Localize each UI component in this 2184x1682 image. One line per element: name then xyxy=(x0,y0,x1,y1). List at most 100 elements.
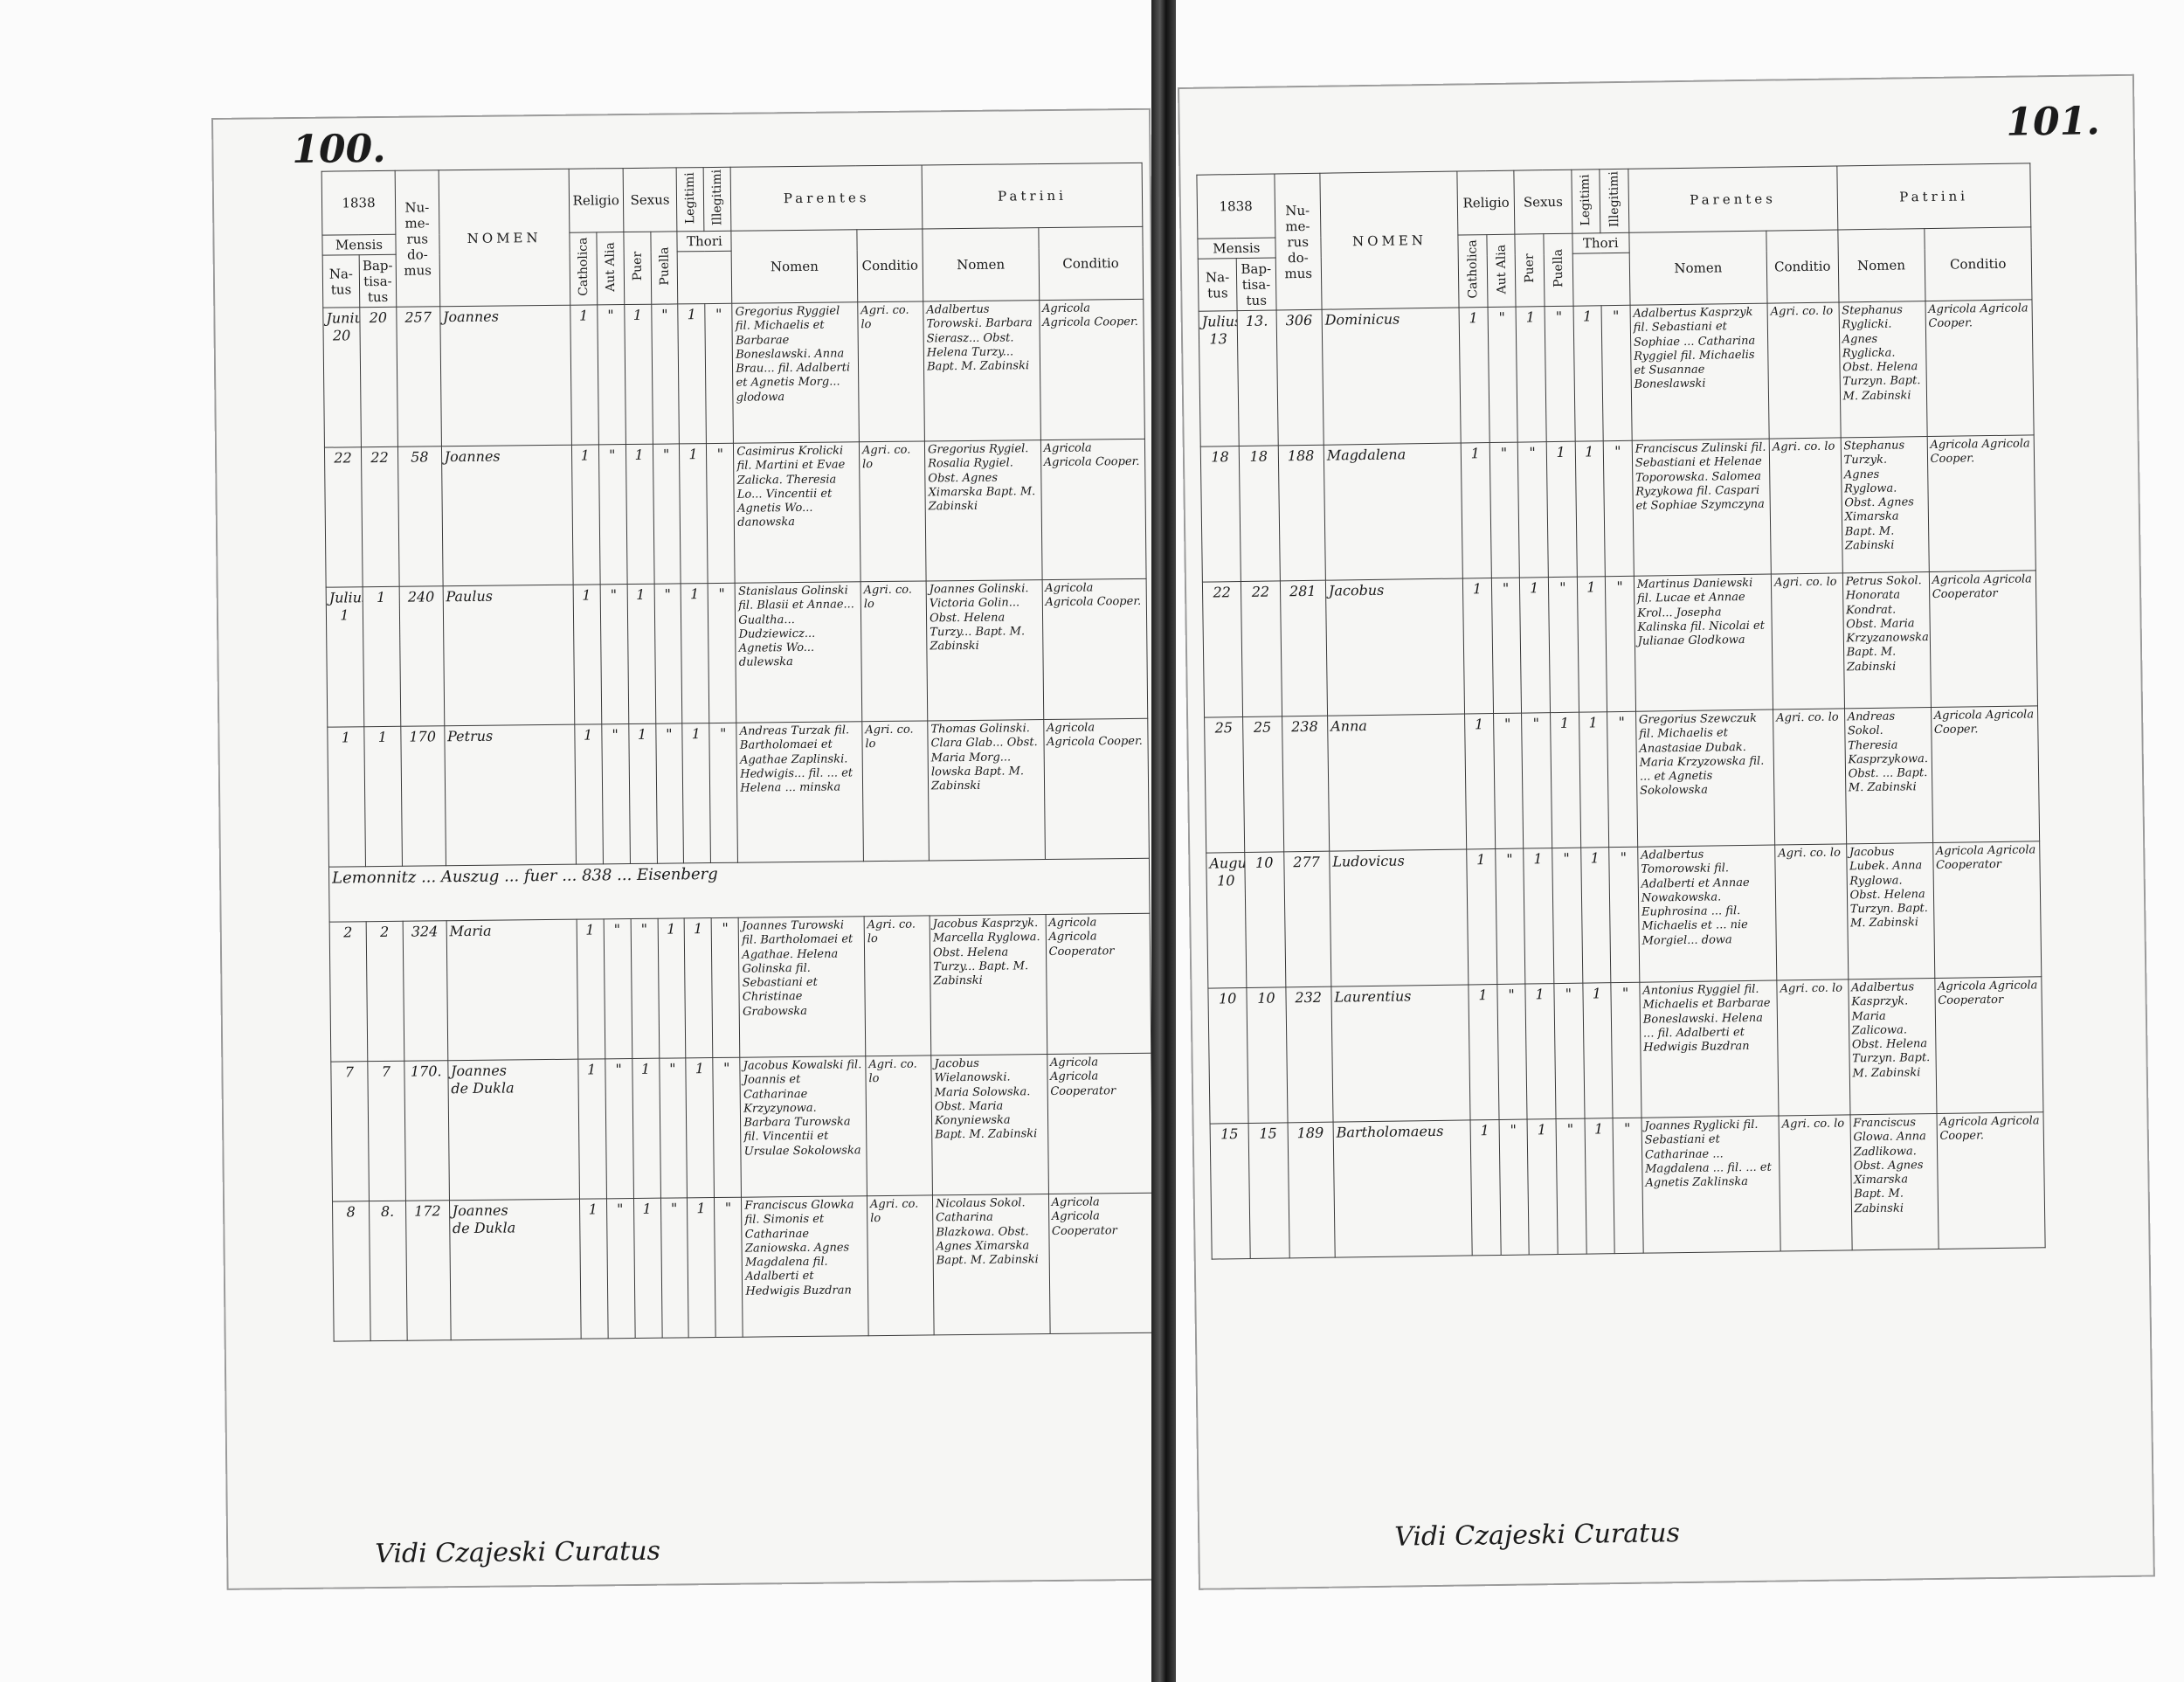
parents-names: Gregorius Szewczuk fil. Michaelis et Ana… xyxy=(1635,709,1775,848)
curate-signature: Vidi Czajeski Curatus xyxy=(375,1535,661,1570)
parents-condition: Agri. co. lo xyxy=(1779,1114,1852,1252)
godparents-condition: Agricola Agricola Cooper. xyxy=(1041,578,1148,720)
house-number: 189 xyxy=(1287,1122,1336,1258)
baptisatus-day: 22 xyxy=(1241,581,1282,717)
illegitimi-mark: " xyxy=(708,583,737,723)
parents-condition: Agri. co. lo xyxy=(860,581,928,722)
puella-mark: " xyxy=(1545,306,1575,442)
godparents-names: Nicolaus Sokol. Catharina Blazkowa. Obst… xyxy=(932,1194,1050,1335)
house-number: 170. xyxy=(404,1060,450,1201)
legitimi-mark: 1 xyxy=(1579,711,1609,848)
aut-alia-mark: " xyxy=(597,304,626,445)
legitimi-mark: 1 xyxy=(1576,576,1607,713)
baptisatus-day: 15 xyxy=(1248,1122,1289,1259)
illegitimi-mark: " xyxy=(1613,1118,1644,1254)
child-name: Laurentius xyxy=(1330,985,1471,1123)
house-number: 281 xyxy=(1279,580,1328,716)
legitimi-mark: 1 xyxy=(1572,305,1604,442)
house-number: 172 xyxy=(405,1200,451,1341)
baptisatus-day: 10 xyxy=(1244,851,1286,988)
legitimi-mark: 1 xyxy=(686,1057,715,1198)
house-number: 240 xyxy=(399,585,445,727)
natus-value: 13 xyxy=(1209,330,1227,348)
patrini-nomen-header: Nomen xyxy=(922,227,1040,302)
natus-header: Na-tus xyxy=(1198,258,1238,312)
puella-mark: " xyxy=(1556,1118,1586,1255)
thori-spacer xyxy=(677,251,733,304)
legitimi-mark: 1 xyxy=(1574,440,1606,578)
puella-mark: " xyxy=(1548,577,1579,713)
parents-condition: Agri. co. lo xyxy=(1771,573,1845,710)
natus-header: Na-tus xyxy=(322,254,360,308)
godparents-condition: Agricola Agricola Cooper. xyxy=(1040,439,1147,580)
puer-header: Puer xyxy=(1515,233,1545,308)
catholica-mark: 1 xyxy=(1459,307,1489,444)
child-name: Anna xyxy=(1327,714,1467,852)
illegitimi-mark: " xyxy=(1605,576,1636,712)
child-name: Dominicus xyxy=(1321,308,1462,446)
puer-mark: 1 xyxy=(625,444,654,585)
numerus-domus-header: Nu-me-rus do-mus xyxy=(395,170,440,308)
godparents-names: Joannes Golinski. Victoria Golin... Obst… xyxy=(926,579,1044,722)
nomen-header: NOMEN xyxy=(1319,171,1460,310)
illegitimi-mark: " xyxy=(705,303,734,444)
puella-mark: " xyxy=(659,1057,688,1199)
aut-alia-mark: " xyxy=(599,584,629,724)
parents-condition: Agri. co. lo xyxy=(867,1195,935,1336)
parents-names: Andreas Turzak fil. Bartholomaei et Agat… xyxy=(736,721,864,863)
parents-condition: Agri. co. lo xyxy=(859,441,927,582)
catholica-mark: 1 xyxy=(579,1198,608,1339)
godparents-condition: Agricola Agricola Cooper. xyxy=(1039,299,1145,440)
godparents-condition: Agricola Agricola Cooperator xyxy=(1934,976,2043,1114)
puer-mark: " xyxy=(1517,441,1549,578)
puer-mark: 1 xyxy=(1525,983,1557,1120)
mensis-header: Mensis xyxy=(1197,238,1275,260)
illegitimi-mark: " xyxy=(1603,440,1635,577)
patrini-conditio-header: Conditio xyxy=(1038,226,1144,301)
parents-names: Joannes Ryglicki fil. Sebastiani et Cath… xyxy=(1641,1116,1781,1254)
aut-alia-mark: " xyxy=(605,1058,634,1199)
book-spine xyxy=(1151,0,1176,1682)
house-number: 58 xyxy=(397,446,443,587)
parents-condition: Agri. co. lo xyxy=(1776,979,1850,1117)
godparents-condition: Agricola Agricola Cooperator xyxy=(1932,841,2042,979)
godparents-names: Stephanus Turzyk. Agnes Ryglowa. Obst. A… xyxy=(1840,436,1929,574)
religio-header: Religio xyxy=(568,168,624,233)
puella-header: Puella xyxy=(650,231,679,305)
child-name-value: Joannes xyxy=(452,1201,508,1220)
baptisatus-day: 1 xyxy=(363,586,401,727)
aut-alia-mark: " xyxy=(601,723,631,864)
aut-alia-header: Aut Alia xyxy=(1486,234,1517,308)
illegitimi-mark: " xyxy=(1601,305,1633,441)
aut-alia-mark: " xyxy=(603,918,632,1059)
puer-header: Puer xyxy=(623,232,652,305)
parentes-header: Parentes xyxy=(730,164,923,232)
month-label: Junius xyxy=(326,309,362,327)
illegitimi-mark: " xyxy=(706,443,736,584)
parents-condition: Agri. co. lo xyxy=(864,916,931,1056)
baptisatus-header: Bap-tisa-tus xyxy=(359,254,397,308)
parents-condition: Agri. co. lo xyxy=(1773,708,1847,846)
year-header: 1838 xyxy=(1196,173,1275,239)
illegitimi-header: Illegitimi xyxy=(703,167,732,232)
godparents-names: Jacobus Kasprzyk. Marcella Ryglowa. Obst… xyxy=(930,914,1047,1056)
natus-day: 7 xyxy=(330,1061,370,1202)
baptisatus-day: 1 xyxy=(363,726,403,867)
illegitimi-mark: " xyxy=(709,723,738,863)
legitimi-mark: 1 xyxy=(687,1197,716,1338)
page-number: 101. xyxy=(2006,99,2101,145)
puella-mark: " xyxy=(655,723,684,864)
catholica-mark: 1 xyxy=(1470,1119,1501,1256)
parentes-header: Parentes xyxy=(1628,165,1838,233)
godparents-names: Adalbertus Kasprzyk. Maria Zalicowa. Obs… xyxy=(1848,978,1937,1115)
parentes-nomen-header: Nomen xyxy=(1628,231,1768,306)
